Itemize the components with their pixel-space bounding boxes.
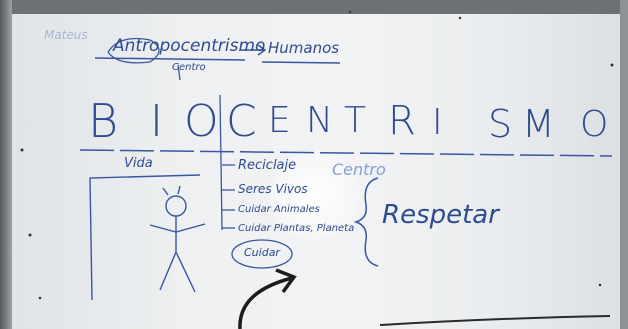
center-tick xyxy=(177,64,181,81)
cuidar-circle xyxy=(231,239,293,269)
biocentrism-blanks xyxy=(79,149,613,157)
anthropo-circle xyxy=(107,37,160,64)
board-frame-right xyxy=(620,0,628,329)
list-item-living-beings: Seres Vivos xyxy=(238,182,308,196)
list-item-care-plants: Cuidar Plantas, Planeta xyxy=(238,223,355,234)
anthropo-underline xyxy=(94,57,246,61)
humans-underline xyxy=(261,61,341,64)
letter: R xyxy=(388,98,416,144)
bottom-stroke xyxy=(379,315,611,326)
letter: C xyxy=(226,96,257,147)
board-specks xyxy=(20,10,614,300)
letter: E xyxy=(268,100,291,141)
curly-brace xyxy=(353,177,379,267)
board-frame-top xyxy=(0,0,628,14)
letter: T xyxy=(344,100,366,141)
black-arrowhead xyxy=(275,268,297,294)
letter: N xyxy=(306,100,333,141)
humans-label: Humanos xyxy=(268,39,340,57)
list-item-recycling: Reciclaje xyxy=(238,158,297,173)
letter: B xyxy=(88,94,119,148)
center-right-label: Centro xyxy=(332,160,386,179)
letter: S xyxy=(488,102,513,146)
letter: O xyxy=(580,104,609,145)
letter: I xyxy=(432,102,443,143)
light-glare xyxy=(270,150,360,240)
list-item-care-animals: Cuidar Animales xyxy=(238,204,320,215)
arrow-to-humans xyxy=(240,44,267,56)
life-box xyxy=(89,174,201,301)
letter: M xyxy=(522,102,555,146)
faint-word: Mateus xyxy=(44,28,88,42)
letter: I xyxy=(150,96,163,147)
black-arrow xyxy=(238,276,293,329)
respect-label: Respetar xyxy=(382,200,499,230)
life-label: Vida xyxy=(124,156,153,171)
board-frame-left xyxy=(0,0,12,329)
list-item-care: Cuidar xyxy=(244,246,280,259)
anthropocentrism-label: Antropocentrismo xyxy=(113,36,266,56)
vertical-divider xyxy=(219,94,223,231)
center-top-label: Centro xyxy=(172,62,206,73)
stick-figure xyxy=(149,185,206,293)
list-arrows xyxy=(222,164,235,229)
letter: O xyxy=(184,96,219,147)
biocentrism-word: B I O C E N T R I S M O xyxy=(88,94,618,154)
